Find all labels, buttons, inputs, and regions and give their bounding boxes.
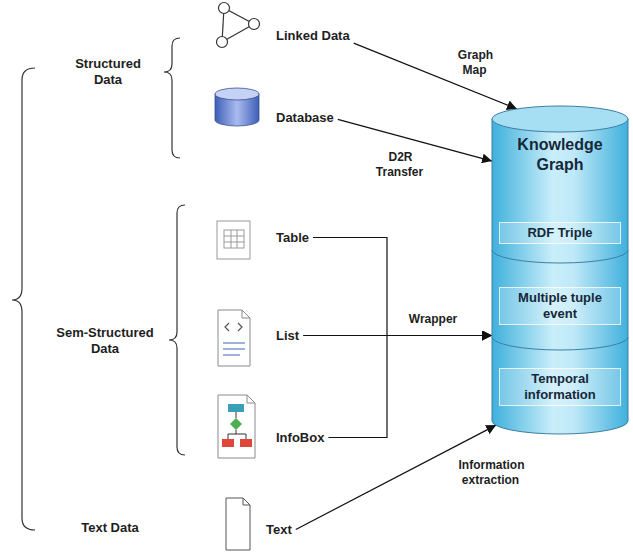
- flow-arrow: [328, 336, 492, 438]
- table-icon: [217, 221, 250, 259]
- storage-layer: Temporal information: [499, 368, 621, 406]
- document-icon: [226, 498, 250, 550]
- source-item: Database: [272, 108, 338, 127]
- storage-layer: RDF Triple: [499, 222, 621, 244]
- graph-icon: [217, 3, 260, 48]
- flow-arrow: [354, 43, 517, 109]
- infobox-icon: [218, 395, 255, 458]
- layer-label: Multiple tuple event: [503, 290, 617, 322]
- cylinder-title: Knowledge Graph: [505, 135, 615, 175]
- storage-layer: Multiple tuple event: [499, 287, 621, 325]
- edge-label-box: Wrapper: [398, 312, 468, 327]
- source-label: Database: [272, 108, 338, 127]
- edge-label: D2R Transfer: [376, 150, 424, 179]
- source-item: Linked Data: [272, 26, 354, 45]
- source-item: InfoBox: [272, 428, 328, 447]
- source-label: List: [272, 326, 303, 345]
- group-brace: [164, 38, 180, 158]
- group-label: Structured Data: [68, 56, 148, 88]
- group-brace: [12, 68, 35, 530]
- layer-label: Temporal information: [503, 371, 617, 403]
- layer-label: RDF Triple: [503, 225, 617, 241]
- database-icon: [215, 88, 259, 126]
- edge-label-box: Information extraction: [446, 458, 536, 488]
- group-brace: [169, 205, 185, 455]
- source-label: Text: [262, 520, 296, 539]
- source-item: List: [272, 326, 303, 345]
- source-label: InfoBox: [272, 428, 328, 447]
- flow-arrow: [313, 238, 492, 336]
- knowledge-graph-cylinder: Knowledge GraphRDF TripleMultiple tuple …: [492, 105, 628, 435]
- edge-label: Information extraction: [458, 458, 525, 487]
- group-label: Sem-Structured Data: [45, 325, 165, 357]
- edge-label: Graph Map: [457, 48, 493, 77]
- source-label: Table: [272, 228, 313, 247]
- source-label: Linked Data: [272, 26, 354, 45]
- flow-arrow: [338, 119, 492, 161]
- source-item: Table: [272, 228, 313, 247]
- group-label: Text Data: [70, 520, 150, 536]
- source-item: Text: [262, 520, 296, 539]
- edge-label: Wrapper: [408, 312, 458, 326]
- edge-label-box: Graph Map: [450, 48, 500, 78]
- list-icon: [218, 310, 250, 366]
- edge-label-box: D2R Transfer: [368, 150, 432, 180]
